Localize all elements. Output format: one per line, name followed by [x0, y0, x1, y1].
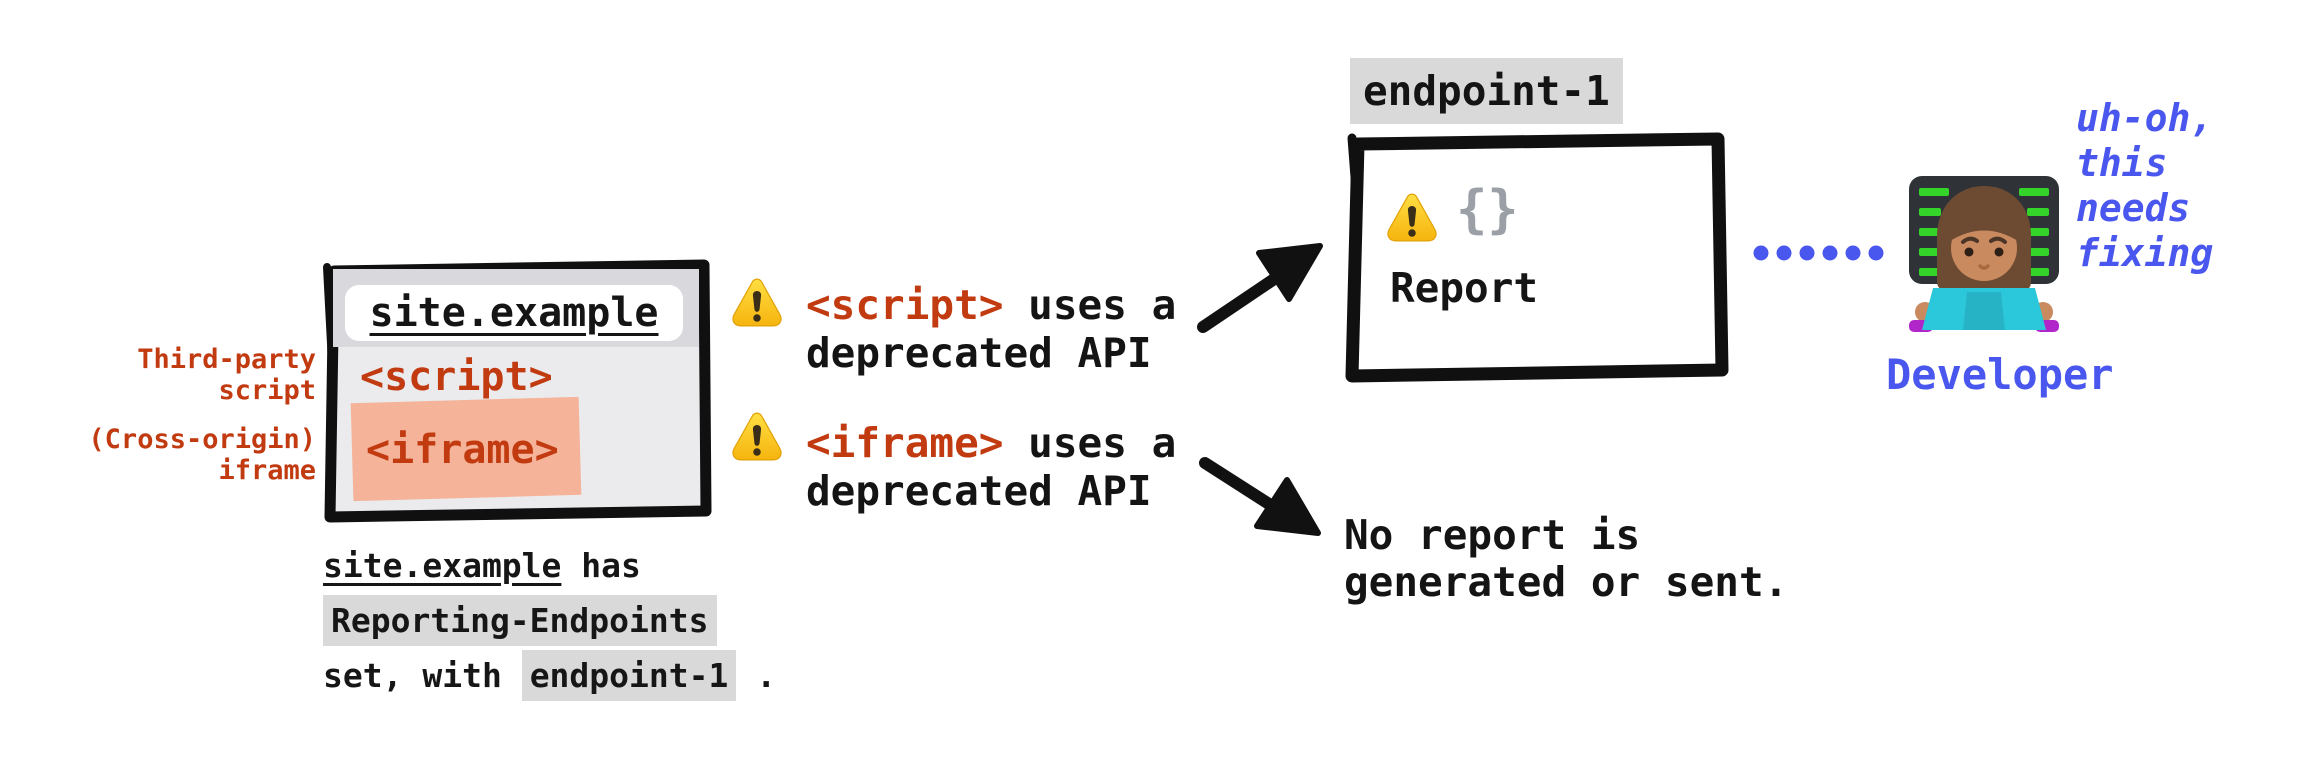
developer-emoji — [1909, 176, 2059, 332]
no-report-line-1: No report is — [1344, 511, 1641, 559]
reporting-endpoints-caption: site.example has Reporting-Endpoints set… — [323, 538, 803, 703]
endpoint-report-box: {} Report — [1342, 130, 1732, 388]
caption-line-3: set, with endpoint-1 . — [323, 648, 803, 703]
no-report-text: No report is generated or sent. — [1344, 512, 1788, 606]
script-tag: <script> — [360, 354, 553, 400]
site-url: site.example — [369, 290, 659, 336]
report-label: Report — [1390, 264, 1539, 312]
label-line: script — [218, 375, 316, 406]
arrow-to-no-report — [1199, 457, 1321, 536]
endpoint-1-token: endpoint-1 — [521, 650, 737, 701]
warning-line-1: <script> uses a — [806, 281, 1177, 329]
speech-line: this — [2076, 141, 2168, 185]
label-line: Third-party — [137, 344, 316, 375]
browser-window: site.example <script> <iframe> — [320, 255, 712, 527]
cross-origin-iframe-label: (Cross-origin) iframe — [66, 424, 316, 486]
speech-line: uh-oh, — [2076, 96, 2214, 140]
label-line: (Cross-origin) — [88, 424, 316, 455]
developer-label: Developer — [1886, 350, 2114, 399]
warning-line-1: <iframe> uses a — [806, 419, 1177, 467]
site-name: site.example — [323, 546, 562, 585]
json-braces-icon: {} — [1456, 180, 1519, 240]
warning-icon — [731, 275, 783, 328]
no-report-line-2: generated or sent. — [1344, 558, 1789, 606]
caption-line-1: site.example has — [323, 546, 641, 585]
warning-icon — [731, 409, 783, 462]
endpoint-box-frame — [1345, 132, 1729, 383]
warning-icon — [1386, 190, 1438, 243]
endpoint-1-label: endpoint-1 — [1350, 58, 1623, 124]
reporting-endpoints-header: Reporting-Endpoints — [323, 595, 717, 646]
warning-line-2: deprecated API — [806, 467, 1152, 515]
speech-line: needs — [2076, 186, 2191, 230]
dotted-line — [1753, 245, 1884, 261]
label-line: iframe — [218, 455, 316, 486]
iframe-deprecation-warning: <iframe> uses a deprecated API — [806, 419, 1176, 515]
iframe-tag: <iframe> — [366, 427, 559, 473]
third-party-script-label: Third-party script — [66, 344, 316, 406]
caption-line-2: Reporting-Endpoints — [323, 593, 803, 648]
speech-line: fixing — [2076, 231, 2214, 275]
developer-speech: uh-oh, this needs fixing — [2076, 96, 2324, 276]
address-bar: site.example — [345, 285, 683, 341]
script-deprecation-warning: <script> uses a deprecated API — [806, 281, 1176, 377]
warning-line-2: deprecated API — [806, 329, 1152, 377]
arrow-to-endpoint — [1197, 243, 1323, 333]
